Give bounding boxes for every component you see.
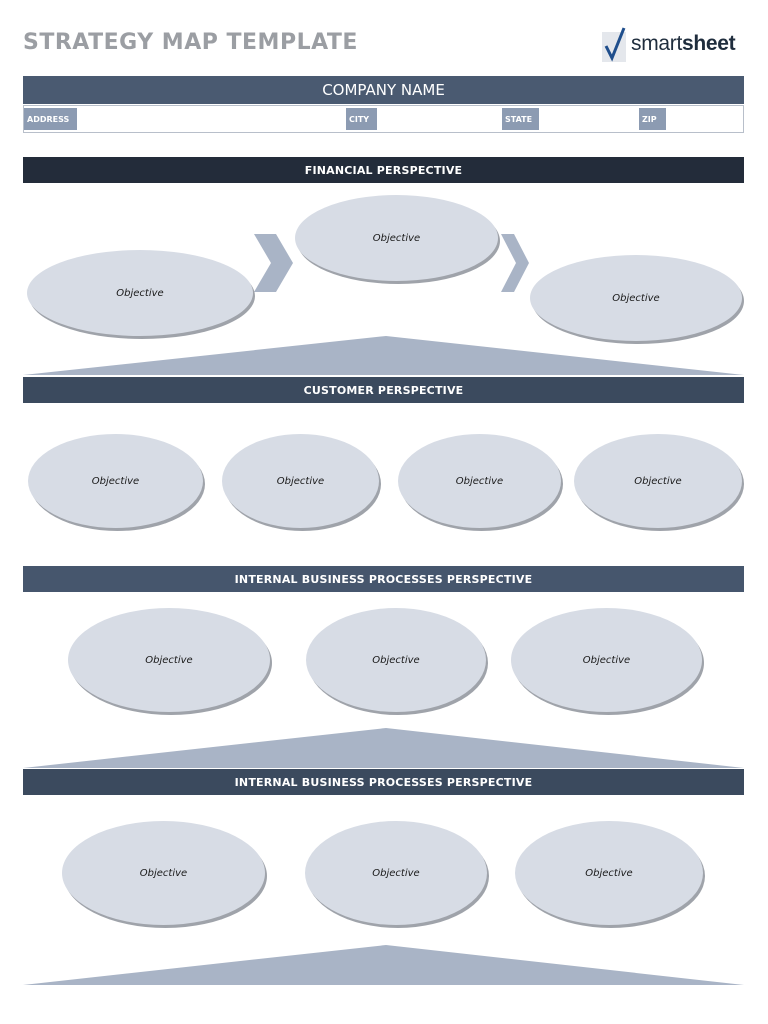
customer-objective[interactable]: Objective	[28, 434, 203, 528]
internal-processes-objective[interactable]: Objective	[62, 821, 265, 925]
state-label: STATE	[502, 108, 539, 130]
internal-processes-objective[interactable]: Objective	[68, 608, 270, 712]
internal-processes-objective[interactable]: Objective	[305, 821, 487, 925]
checkmark-icon	[602, 27, 626, 62]
address-label: ADDRESS	[24, 108, 77, 130]
address-row: ADDRESS CITY STATE ZIP	[23, 105, 744, 133]
city-field[interactable]	[378, 106, 502, 132]
internal-processes-perspective-header: INTERNAL BUSINESS PROCESSES PERSPECTIVE	[23, 566, 744, 592]
smartsheet-logo: smartsheet	[600, 26, 750, 66]
up-arrow-triangle	[23, 728, 744, 768]
financial-perspective-header: FINANCIAL PERSPECTIVE	[23, 157, 744, 183]
state-field[interactable]	[540, 106, 638, 132]
customer-objective[interactable]: Objective	[398, 434, 561, 528]
internal-processes-objective[interactable]: Objective	[306, 608, 486, 712]
zip-field[interactable]	[667, 106, 743, 132]
customer-perspective-header: CUSTOMER PERSPECTIVE	[23, 377, 744, 403]
customer-objective[interactable]: Objective	[222, 434, 379, 528]
chevron-right-icon	[501, 234, 529, 292]
internal-processes-perspective-header-2: INTERNAL BUSINESS PROCESSES PERSPECTIVE	[23, 769, 744, 795]
up-arrow-triangle	[23, 336, 744, 375]
internal-processes-objective[interactable]: Objective	[511, 608, 702, 712]
financial-objective[interactable]: Objective	[295, 195, 498, 281]
chevron-right-icon	[254, 234, 293, 292]
city-label: CITY	[346, 108, 377, 130]
company-name-bar[interactable]: COMPANY NAME	[23, 76, 744, 104]
logo-text-bold: sheet	[682, 32, 736, 55]
page-title: STRATEGY MAP TEMPLATE	[23, 30, 358, 55]
up-arrow-triangle	[23, 945, 744, 985]
address-field[interactable]	[78, 106, 346, 132]
financial-objective[interactable]: Objective	[27, 250, 253, 336]
customer-objective[interactable]: Objective	[574, 434, 742, 528]
logo-text-main: smart	[631, 32, 683, 55]
internal-processes-objective[interactable]: Objective	[515, 821, 703, 925]
financial-objective[interactable]: Objective	[530, 255, 742, 341]
zip-label: ZIP	[639, 108, 666, 130]
